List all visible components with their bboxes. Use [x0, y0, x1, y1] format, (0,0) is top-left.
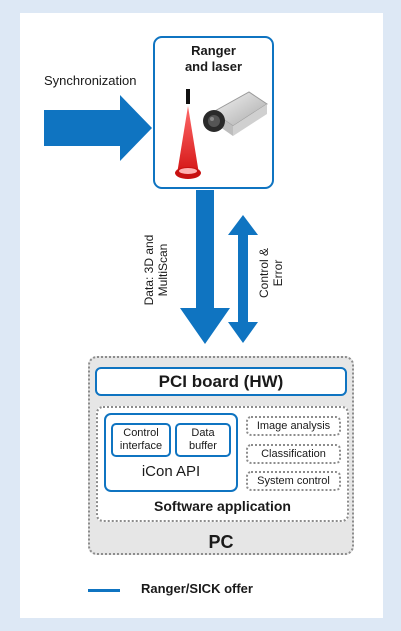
- ranger-title: Ranger and laser: [155, 43, 272, 75]
- ranger-title-line1: Ranger: [191, 43, 236, 58]
- control-arrow: [228, 215, 258, 343]
- pc-label: PC: [208, 532, 234, 552]
- data-arrow: [180, 190, 230, 344]
- system-control-box: System control: [246, 471, 341, 491]
- icon-api-label: iCon API: [141, 463, 201, 480]
- control-label: Control & Error: [257, 233, 285, 313]
- control-interface-line2: interface: [119, 440, 163, 452]
- legend-label: Ranger/SICK offer: [141, 581, 253, 596]
- camera-icon: [203, 91, 268, 136]
- image-analysis-box: Image analysis: [246, 416, 341, 436]
- software-application-label: Software application: [154, 498, 291, 514]
- classification-box: Classification: [246, 444, 341, 464]
- laser-beam-icon: [175, 89, 201, 179]
- data-buffer-line1: Data: [191, 427, 215, 439]
- control-interface-box: Control interface: [111, 423, 171, 457]
- control-label-line2: Error: [271, 259, 285, 287]
- control-interface-line1: Control: [123, 427, 159, 439]
- data-buffer-line2: buffer: [189, 440, 217, 452]
- legend-line: [88, 589, 120, 592]
- control-label-line1: Control &: [257, 247, 271, 299]
- data-label-line2: MultiScan: [156, 243, 170, 297]
- data-label: Data: 3D and MultiScan: [142, 210, 170, 330]
- sync-label: Synchronization: [44, 73, 137, 88]
- ranger-box: Ranger and laser: [153, 36, 274, 189]
- ranger-title-line2: and laser: [184, 59, 243, 74]
- data-label-line1: Data: 3D and: [142, 234, 156, 306]
- sync-arrow: [44, 95, 152, 161]
- data-buffer-box: Data buffer: [175, 423, 231, 457]
- pci-board-box: PCI board (HW): [95, 367, 347, 396]
